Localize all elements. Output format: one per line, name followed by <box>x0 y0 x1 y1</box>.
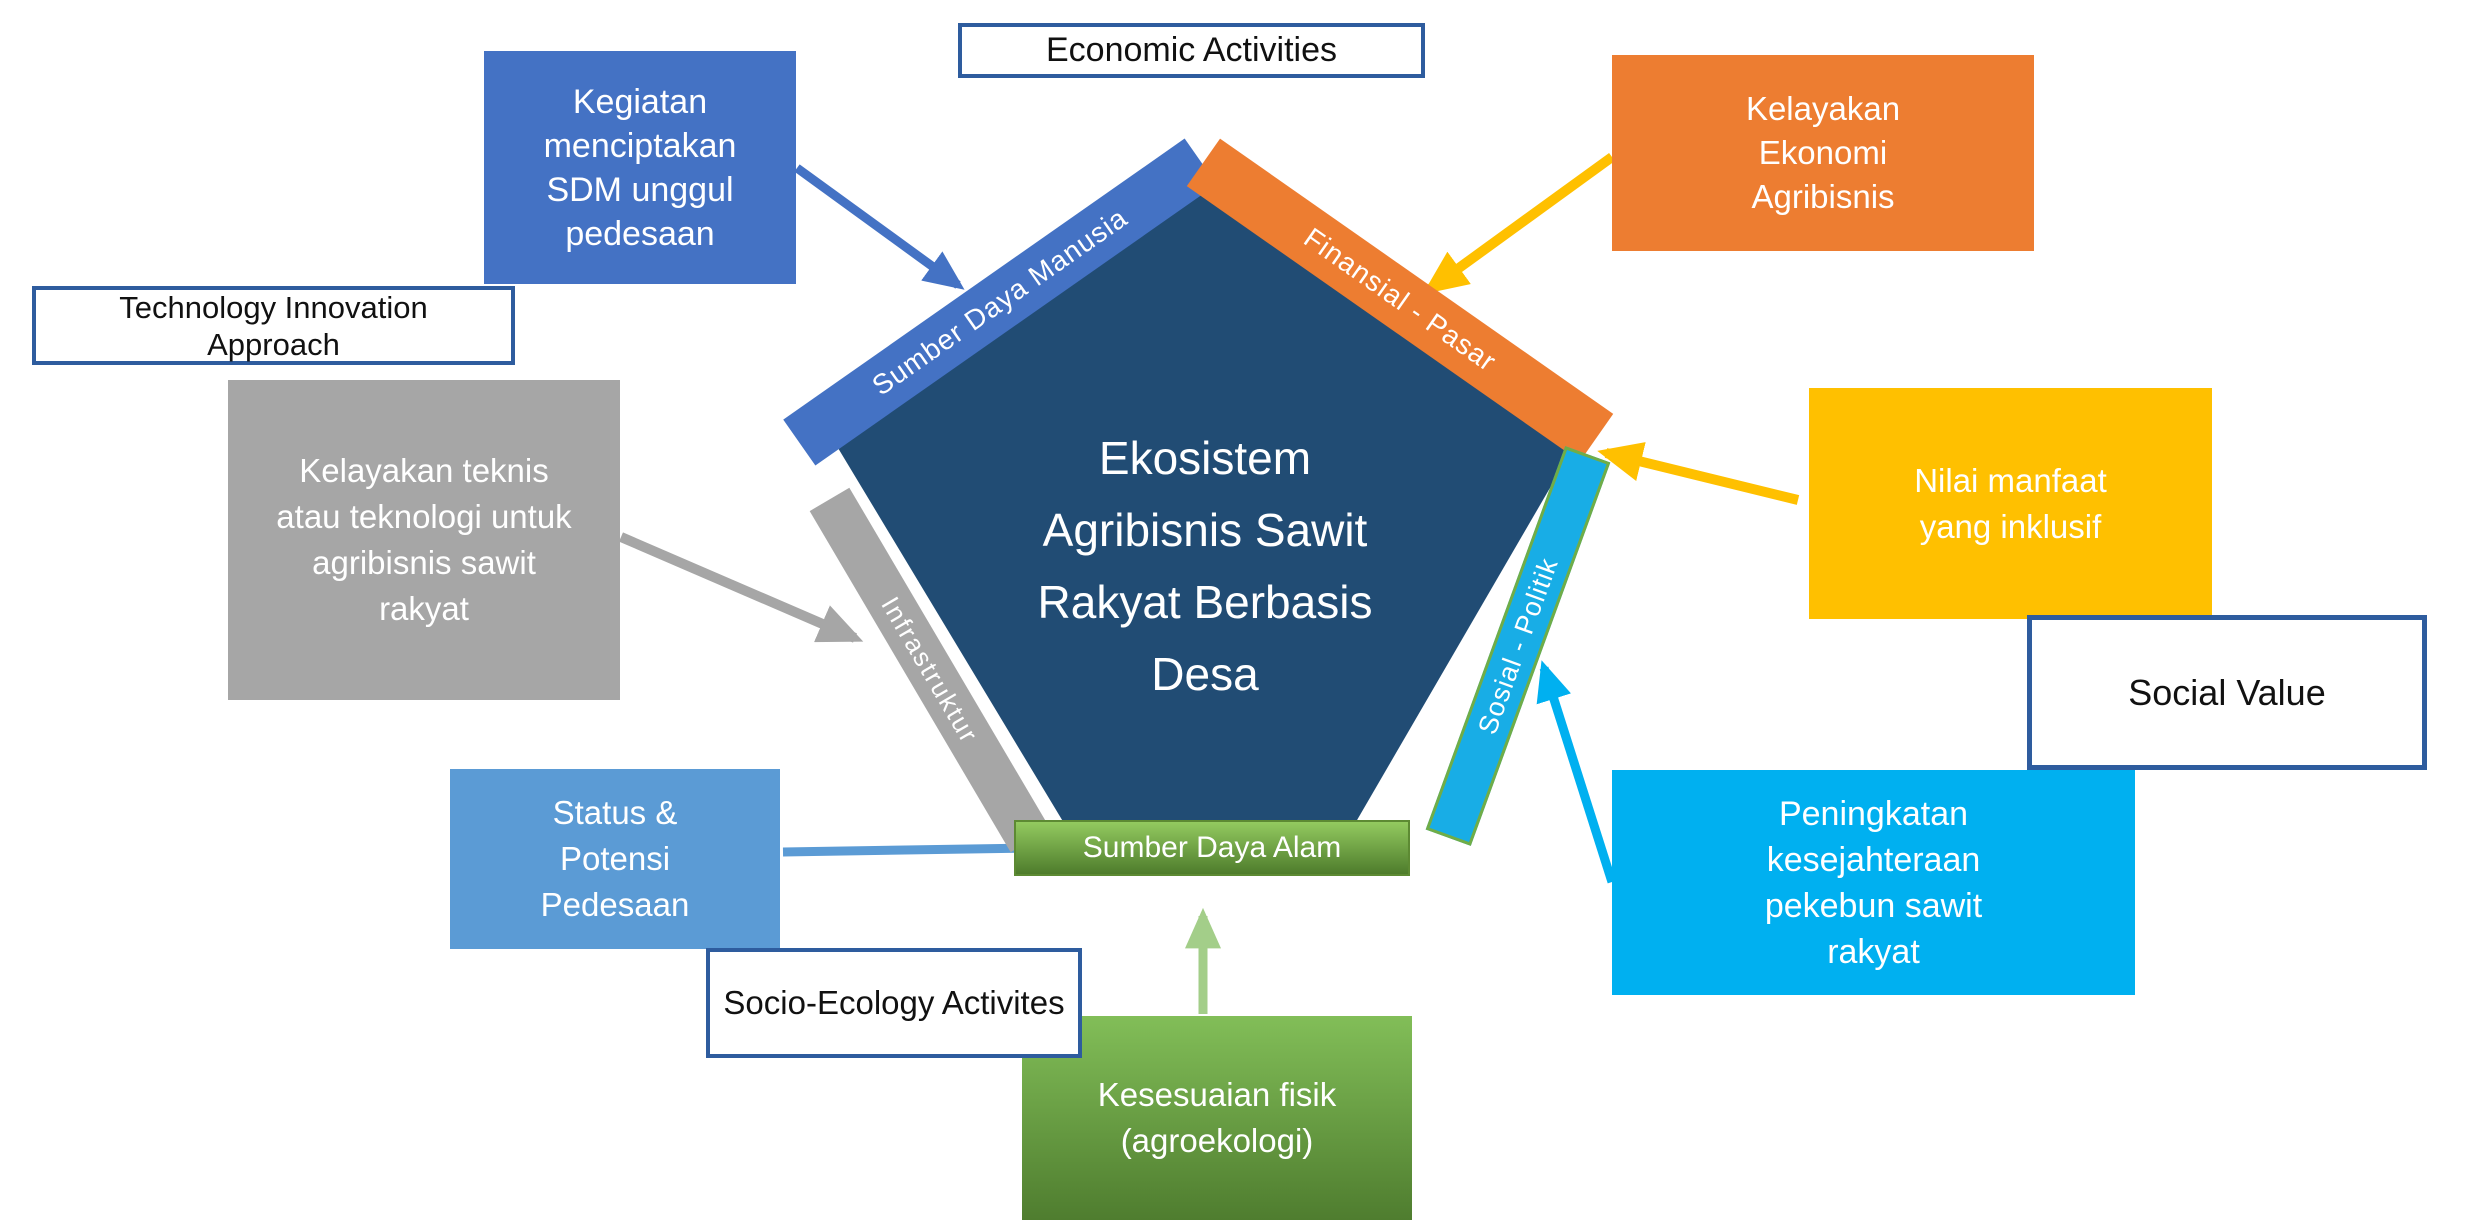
callout-kelayakan-teknis: Kelayakan teknis atau teknologi untuk ag… <box>228 380 620 700</box>
callout-status-potensi-text: Status & Potensi Pedesaan <box>540 794 690 923</box>
callout-peningkatan-kesejahteraan: Peningkatan kesejahteraan pekebun sawit … <box>1612 770 2135 995</box>
arrow-peningkatan-to-sosial <box>1536 660 1617 884</box>
edge-label-sda: Sumber Daya Alam <box>1082 831 1342 864</box>
callout-nilai-manfaat: Nilai manfaat yang inklusif <box>1809 388 2212 619</box>
callout-status-potensi: Status & Potensi Pedesaan <box>450 769 780 949</box>
callout-kelayakan-ekonomi-text: Kelayakan Ekonomi Agribisnis <box>1745 90 1901 215</box>
callout-kesesuaian-fisik: Kesesuaian fisik (agroekologi) <box>1022 1016 1412 1220</box>
arrow-kegiatan-to-sdm <box>794 164 965 290</box>
arrow-teknis-to-infrastruktur <box>619 532 864 643</box>
callout-kelayakan-ekonomi: Kelayakan Ekonomi Agribisnis <box>1612 55 2034 251</box>
category-label-social-value: Social Value <box>2027 615 2427 770</box>
callout-nilai-manfaat-text: Nilai manfaat yang inklusif <box>1914 461 2107 545</box>
arrow-ekonomi-to-finansial <box>1422 152 1615 295</box>
pentagon-shape <box>838 190 1572 858</box>
edge-bar-sumber-daya-alam: Sumber Daya Alam <box>1014 820 1410 876</box>
callout-kegiatan-text: Kegiatan menciptakan SDM unggul pedesaan <box>543 82 737 253</box>
category-label-technology-innovation-approach: Technology Innovation Approach <box>32 286 515 365</box>
callout-kegiatan-sdm-unggul: Kegiatan menciptakan SDM unggul pedesaan <box>484 51 796 284</box>
category-label-economic-activities: Economic Activities <box>958 23 1425 78</box>
callout-peningkatan-text: Peningkatan kesejahteraan pekebun sawit … <box>1764 794 1983 971</box>
callout-kelayakan-teknis-text: Kelayakan teknis atau teknologi untuk ag… <box>276 452 572 627</box>
callout-kesesuaian-text: Kesesuaian fisik (agroekologi) <box>1097 1076 1337 1159</box>
category-label-socio-ecology-activites: Socio-Ecology Activites <box>706 948 1082 1058</box>
pentagon-title: Ekosistem Agribisnis Sawit Rakyat Berbas… <box>1037 432 1373 700</box>
arrow-nilai-to-sosial <box>1597 442 1800 505</box>
